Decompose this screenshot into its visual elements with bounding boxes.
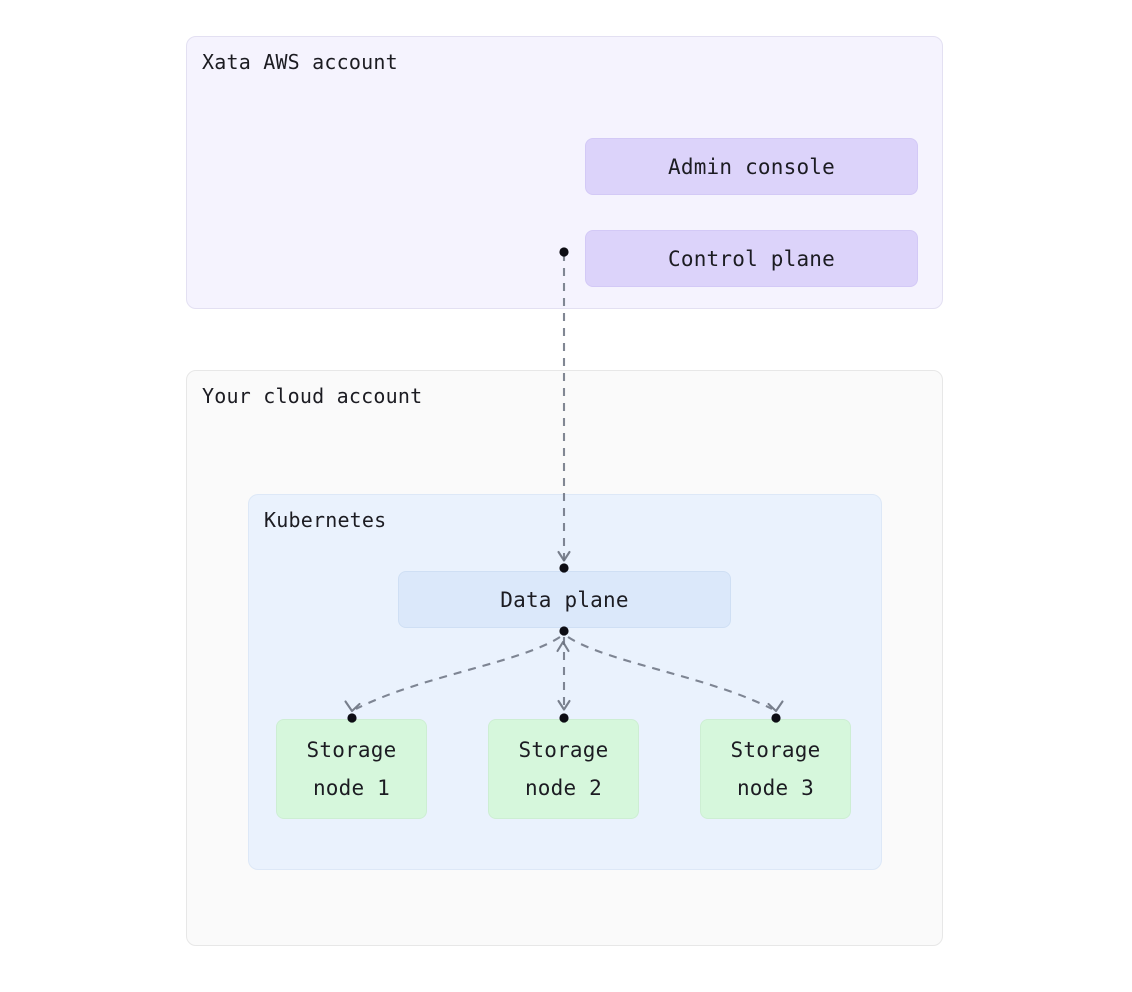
node-label-storage-node-1: Storage node 1	[306, 738, 397, 800]
node-label-control-plane: Control plane	[668, 246, 835, 271]
node-label-data-plane: Data plane	[500, 587, 629, 612]
node-control-plane[interactable]: Control plane	[585, 230, 918, 287]
group-label-xata-aws-account: Xata AWS account	[202, 50, 398, 74]
group-your-cloud-account: Your cloud account Kubernetes	[186, 370, 943, 946]
node-label-admin-console: Admin console	[668, 154, 835, 179]
node-label-storage-node-2: Storage node 2	[518, 738, 609, 800]
node-label-storage-node-3: Storage node 3	[730, 738, 821, 800]
group-label-your-cloud-account: Your cloud account	[202, 384, 423, 408]
node-data-plane[interactable]: Data plane	[398, 571, 731, 628]
node-storage-node-3[interactable]: Storage node 3	[700, 719, 851, 819]
group-label-kubernetes: Kubernetes	[264, 508, 387, 532]
node-storage-node-1[interactable]: Storage node 1	[276, 719, 427, 819]
node-storage-node-2[interactable]: Storage node 2	[488, 719, 639, 819]
group-xata-aws-account: Xata AWS account Admin console Control p…	[186, 36, 943, 309]
node-admin-console[interactable]: Admin console	[585, 138, 918, 195]
